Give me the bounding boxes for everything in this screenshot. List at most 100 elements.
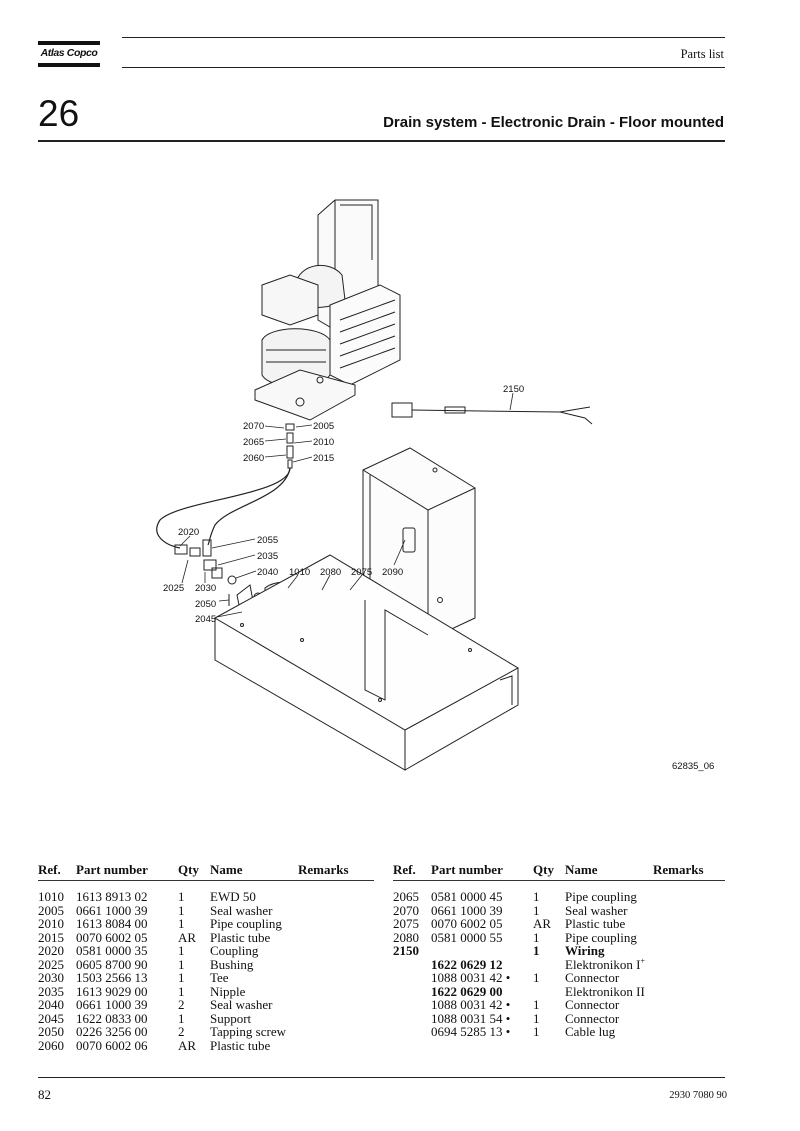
page-number: 82 [38,1087,51,1102]
dryer-unit-illustration [254,199,401,421]
cell-remarks [298,971,374,985]
table-header-row: Ref. Part number Qty Name Remarks [38,862,374,881]
callout-2065: 2065 [243,437,264,448]
cell-part-number: 0581 0000 45 [431,889,503,904]
cell-ref: 2005 [38,902,64,918]
cell-remarks [298,931,374,945]
cell-name: Elektronikon I+ [565,956,645,972]
cell-remarks [653,1012,725,1026]
cell-part-number: 1622 0833 00 [76,1010,148,1026]
cell-part-number: 0070 6002 06 [76,1037,148,1053]
callout-2005: 2005 [313,421,334,432]
cell-qty: 1 [178,902,185,918]
cell-part-number: 0226 3256 00 [76,1024,148,1039]
cell-part-number: 1613 8084 00 [76,916,148,931]
cell-qty: 1 [178,970,185,985]
cell-part-number: 0661 1000 39 [76,997,148,1012]
cell-remarks [298,904,374,918]
callout-2075: 2075 [351,567,372,578]
cell-qty: 1 [533,943,540,958]
cell-remarks [653,904,725,918]
callout-2040: 2040 [257,567,278,578]
cell-qty: AR [178,1037,197,1053]
col-ref: Ref. [393,862,431,881]
cell-ref: 2070 [393,902,419,918]
page-title: Drain system - Electronic Drain - Floor … [383,114,724,131]
cell-name: Wiring [565,943,605,958]
exploded-view-drawing: 2150 2070 2005 2065 2010 2060 2015 2020 … [156,199,593,771]
cell-ref: 2075 [393,916,419,931]
cell-part-number: 1088 0031 42 • [431,997,511,1012]
header-rule-top [122,37,725,38]
cell-ref: 2050 [38,1024,64,1039]
cell-qty: 1 [178,889,185,904]
cell-qty: 2 [178,997,185,1012]
callout-2070: 2070 [243,421,264,432]
col-ref: Ref. [38,862,76,881]
callout-2010: 2010 [313,437,334,448]
callout-2020: 2020 [178,527,199,538]
cell-remarks [653,971,725,985]
cell-part-number: 0694 5285 13 • [431,1024,511,1039]
cell-part-number: 1088 0031 54 • [431,1010,511,1026]
cell-name: Seal washer [210,902,273,918]
footer-rule [38,1077,725,1078]
callout-2080: 2080 [320,567,341,578]
cell-name: Support [210,1010,252,1026]
logo-text: Atlas Copco [40,47,98,59]
table-header-row: Ref. Part number Qty Name Remarks [393,862,725,881]
cell-name: Tapping screw [210,1024,286,1039]
cell-name: Cable lug [565,1024,616,1039]
cell-name: Pipe coupling [565,889,637,904]
cell-part-number: 1613 9029 00 [76,983,148,999]
cell-name: Connector [565,997,620,1012]
cell-qty: 1 [533,889,540,904]
cell-ref [393,985,431,999]
cell-qty: 1 [178,956,185,972]
cell-remarks [653,917,725,931]
wiring-harness-illustration [391,402,593,425]
col-qty: Qty [533,862,565,881]
cell-qty: AR [178,929,197,945]
cell-part-number: 0070 6002 05 [76,929,148,945]
cell-part-number: 1088 0031 42 • [431,970,511,985]
drain-fittings-illustration [285,423,295,469]
callout-2025: 2025 [163,583,184,594]
cell-remarks [653,890,725,904]
cell-remarks [298,1025,374,1039]
cell-remarks [298,890,374,904]
cell-ref: 2040 [38,997,64,1012]
cell-ref: 2030 [38,970,64,985]
cell-qty: 1 [178,1010,185,1026]
logo-bar-bottom [38,63,100,67]
cell-name: Nipple [210,983,246,999]
cell-name: Seal washer [565,902,628,918]
cell-ref [393,971,431,985]
cell-remarks [298,917,374,931]
cell-ref: 2080 [393,929,419,945]
logo-bar-top [38,41,100,45]
cell-qty: 1 [533,1024,540,1039]
cell-ref [393,1025,431,1039]
cell-qty: 1 [178,983,185,999]
cell-ref [393,958,431,972]
plastic-tube-illustration [156,467,291,549]
atlas-copco-logo: Atlas Copco [38,41,100,67]
